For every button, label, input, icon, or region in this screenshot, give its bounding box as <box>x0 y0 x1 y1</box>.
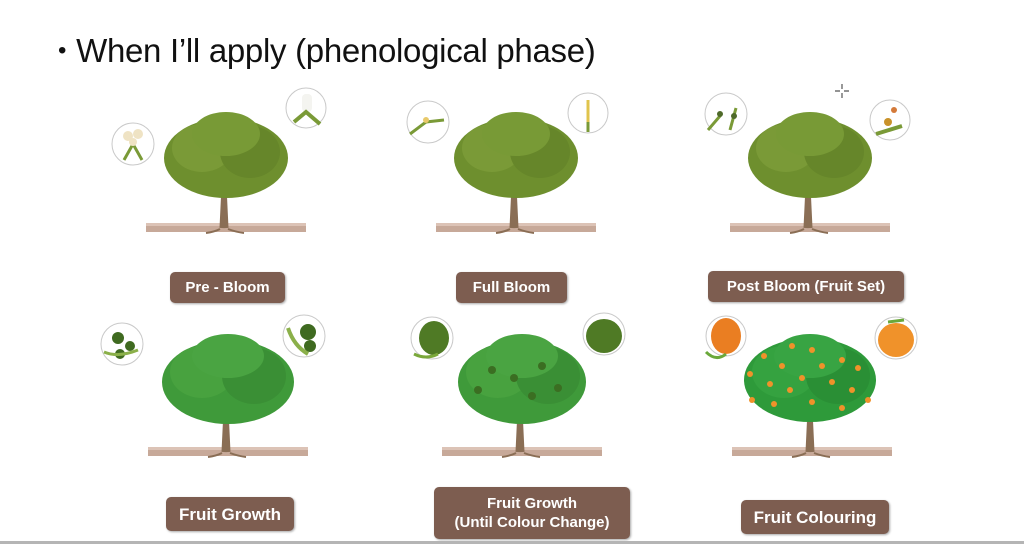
tree-illustration <box>100 314 326 470</box>
phase-label-text-line2: (Until Colour Change) <box>454 514 610 531</box>
crosshair-cursor-icon <box>835 84 849 98</box>
tree-illustration <box>406 92 609 246</box>
orange-fruit-icon <box>704 315 747 359</box>
slide-title: • When I’ll apply (phenological phase) <box>58 32 596 70</box>
phase-label-fruit-growth: Fruit Growth <box>166 497 294 531</box>
phase-label-fruit-growth-until-colour: Fruit Growth (Until Colour Change) <box>434 487 630 539</box>
phase-label-text: Fruit Growth <box>179 504 281 524</box>
closed-blossom-icon <box>285 87 327 129</box>
slide-bottom-border <box>0 541 1024 544</box>
phase-label-full-bloom: Full Bloom <box>456 272 567 303</box>
slide-title-text: When I’ll apply (phenological phase) <box>76 32 596 69</box>
phase-label-post-bloom: Post Bloom (Fruit Set) <box>708 271 904 302</box>
open-flower-icon <box>567 92 609 134</box>
green-fruit-icon <box>582 312 626 356</box>
phase-label-text: Post Bloom (Fruit Set) <box>726 278 886 295</box>
small-green-fruit-icon <box>282 314 326 358</box>
phase-fruit-growth-until-colour <box>402 310 642 470</box>
phase-label-text-line1: Fruit Growth <box>487 495 577 512</box>
open-flower-icon <box>406 100 450 144</box>
tree-illustration <box>704 315 918 470</box>
fruit-set-icon <box>704 92 748 136</box>
small-green-fruit-icon <box>100 322 144 366</box>
phase-fruit-growth <box>98 310 338 470</box>
flower-buds-icon <box>111 122 155 166</box>
phase-post-bloom <box>690 86 930 246</box>
phase-full-bloom <box>396 86 636 246</box>
orange-fruit-icon <box>874 316 918 360</box>
phase-label-fruit-colouring: Fruit Colouring <box>741 500 889 534</box>
phase-pre-bloom <box>106 86 346 246</box>
tree-illustration <box>410 312 626 470</box>
bullet-icon: • <box>58 37 67 64</box>
tree-illustration <box>704 92 911 246</box>
phase-label-text: Pre - Bloom <box>185 279 270 296</box>
phase-label-text: Full Bloom <box>472 279 551 296</box>
petal-fall-icon <box>869 99 911 141</box>
green-fruit-icon <box>410 316 454 360</box>
phase-fruit-colouring <box>692 310 932 470</box>
phase-label-pre-bloom: Pre - Bloom <box>170 272 285 303</box>
tree-illustration <box>111 87 327 246</box>
phase-label-text: Fruit Colouring <box>753 507 877 527</box>
